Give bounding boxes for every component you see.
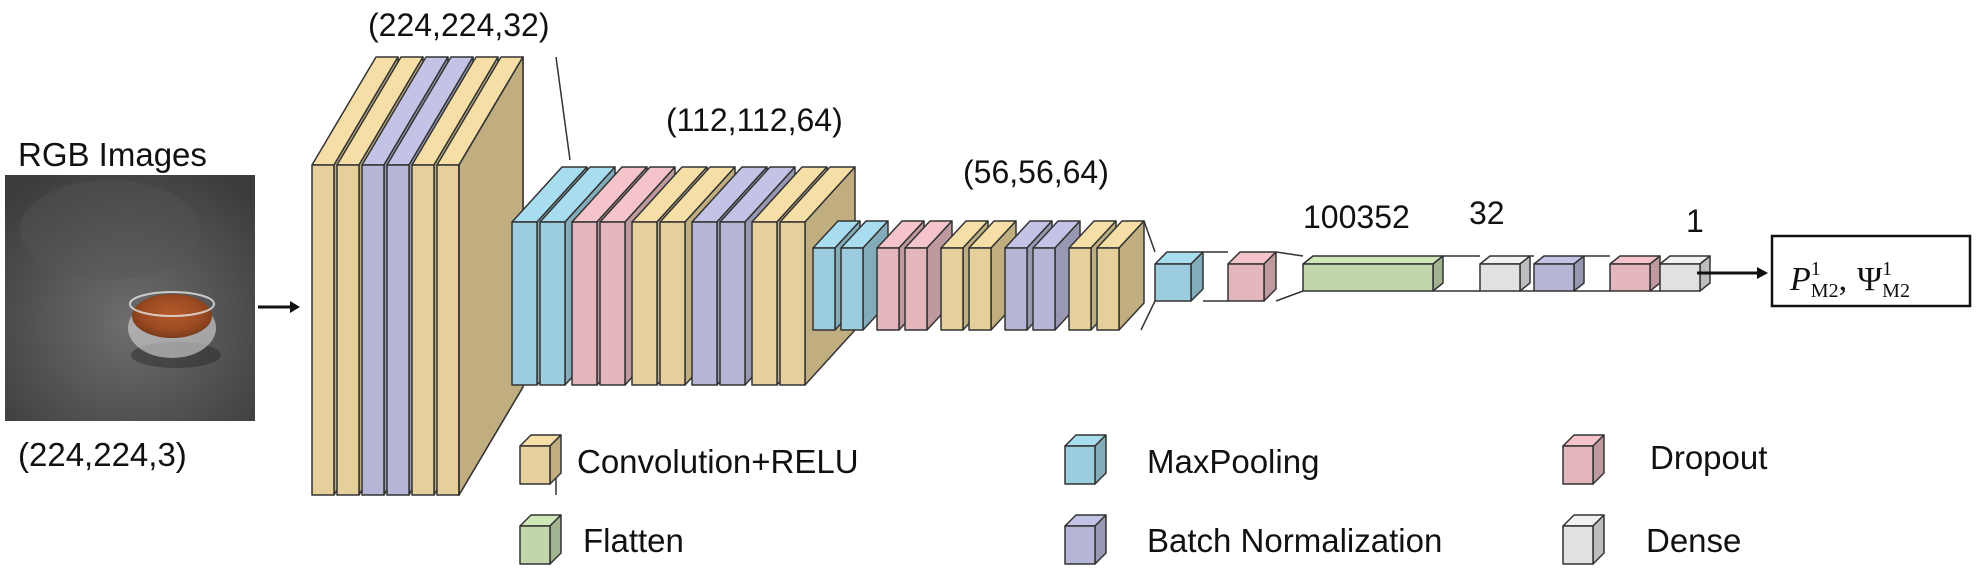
input-arrow [258, 301, 300, 313]
legend-label-conv: Convolution+RELU [577, 443, 859, 480]
block2-layer-1-maxpool-front [511, 221, 538, 386]
block2-layer-3-dropout-front [571, 221, 598, 386]
layer-cubes [311, 56, 1711, 496]
input-caption: RGB Images [18, 136, 207, 173]
legend-label-maxpool: MaxPooling [1147, 443, 1319, 480]
legend-swatch-dense-front [1562, 525, 1594, 565]
legend-item-batchnorm: Batch Normalization [1064, 514, 1442, 565]
connector-line [1143, 220, 1156, 253]
dense-chain-layer-3-dropout-front [1609, 263, 1651, 292]
legend-swatch-maxpool-front [1064, 445, 1096, 485]
connector-line [1140, 300, 1156, 331]
legend-label-batchnorm: Batch Normalization [1147, 522, 1442, 559]
legend-item-dense: Dense [1562, 514, 1741, 565]
flatten-layer-front [1302, 263, 1434, 292]
block1-layer-end [458, 56, 524, 496]
legend-label-flatten: Flatten [583, 522, 684, 559]
legend-swatch-dropout-front [1562, 445, 1594, 485]
block2-layer-10-conv-front [779, 221, 806, 386]
block2-shape-label: (112,112,64) [666, 102, 843, 138]
legend-swatch-flatten-front [519, 525, 551, 565]
legend-swatch-conv-front [519, 445, 551, 485]
block3-layer-9-conv-front [1068, 247, 1092, 331]
legend-swatch-batchnorm [1064, 514, 1107, 565]
connector-line [1275, 251, 1304, 257]
legend-swatch-dense [1562, 514, 1605, 565]
block2-layer-9-conv-front [751, 221, 778, 386]
legend-swatch-maxpool [1064, 434, 1107, 485]
block3-layer-8-batchnorm-front [1032, 247, 1056, 331]
legend-swatch-flatten [519, 514, 562, 565]
legend-label-dense: Dense [1646, 522, 1741, 559]
block1-layer-2-conv-front [336, 164, 360, 496]
block4-layer-2-dropout-front [1227, 263, 1265, 302]
flatten-size-label: 100352 [1303, 199, 1410, 235]
dense32-size-label: 32 [1469, 195, 1505, 231]
block3-shape-label: (56,56,64) [963, 154, 1109, 190]
dense-chain-layer-3-dropout [1609, 255, 1661, 292]
block1-shape-label: (224,224,32) [368, 7, 549, 43]
flatten-layer-top [1302, 255, 1444, 265]
block3-layer-4-dropout-front [904, 247, 928, 331]
block3-layer-2-maxpool-front [840, 247, 864, 331]
dense1-size-label: 1 [1686, 203, 1704, 239]
dense-chain-layer-2-batchnorm [1533, 255, 1585, 292]
legend-swatch-dropout [1562, 434, 1605, 485]
dense-chain-layer-4-dense-front [1659, 263, 1701, 292]
input-photo [5, 175, 255, 421]
block3-layer-10-conv-front [1096, 247, 1120, 331]
block3-layer-5-conv-front [940, 247, 964, 331]
block4-layer-2-dropout [1227, 251, 1277, 302]
legend: Convolution+RELU MaxPooling DropoutFlatten… [519, 434, 1767, 565]
legend-item-maxpool: MaxPooling [1064, 434, 1319, 485]
block2-layer-5-conv-front [631, 221, 658, 386]
block2-layer-4-dropout-front [599, 221, 626, 386]
dense-chain-layer-1-dense-front [1479, 263, 1521, 292]
block1-layer-4-batchnorm-front [386, 164, 410, 496]
block2-layer-8-batchnorm-front [719, 221, 746, 386]
block3-layer-7-batchnorm-front [1004, 247, 1028, 331]
dense-chain-layer-2-batchnorm-front [1533, 263, 1575, 292]
legend-item-dropout: Dropout [1562, 434, 1767, 485]
dense-chain-layer-1-dense [1479, 255, 1531, 292]
connector-line [1275, 290, 1304, 302]
legend-swatch-conv [519, 434, 562, 485]
legend-label-dropout: Dropout [1650, 439, 1767, 476]
block2-layer-6-conv-front [659, 221, 686, 386]
block3-layer-1-maxpool-front [812, 247, 836, 331]
output-arrow [1697, 267, 1768, 279]
block1-layer-3-batchnorm-front [361, 164, 385, 496]
block3-layer-10-conv [1096, 220, 1145, 331]
legend-item-flatten: Flatten [519, 514, 684, 565]
legend-swatch-batchnorm-front [1064, 525, 1096, 565]
block1-layer-6-conv-front [436, 164, 460, 496]
block2-layer-2-maxpool-front [539, 221, 566, 386]
block4-layer-1-maxpool-front [1154, 263, 1192, 302]
block1-layer-1-conv-front [311, 164, 335, 496]
connector-line [555, 56, 571, 161]
dense-chain-layer-4-dense [1659, 255, 1711, 292]
legend-item-conv: Convolution+RELU [519, 434, 859, 485]
input-shape-label: (224,224,3) [18, 436, 187, 473]
block4-layer-1-maxpool [1154, 251, 1204, 302]
block2-layer-7-batchnorm-front [691, 221, 718, 386]
block1-layer-5-conv-front [411, 164, 435, 496]
block3-layer-6-conv-front [968, 247, 992, 331]
block3-layer-3-dropout-front [876, 247, 900, 331]
flatten-layer [1302, 255, 1444, 292]
